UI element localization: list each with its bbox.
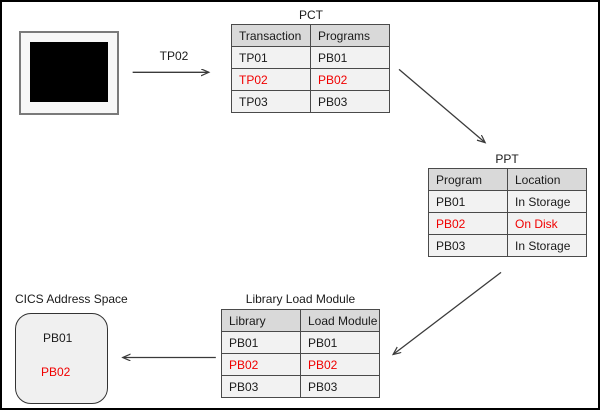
library-load-module-table: Library Load Module PB01 PB01 PB02 PB02 …: [221, 309, 380, 398]
ppt-cell: On Disk: [507, 212, 587, 235]
ppt-cell: PB02: [428, 212, 508, 235]
pct-cell: PB01: [310, 46, 390, 69]
pct-header-programs: Programs: [310, 24, 390, 47]
terminal-screen: [30, 42, 108, 102]
table-row: PB03 PB03: [221, 375, 380, 398]
pct-cell: TP03: [231, 90, 311, 113]
cics-program-item-highlighted: PB02: [41, 365, 71, 379]
pct-header-row: Transaction Programs: [231, 24, 390, 47]
ppt-header-location: Location: [507, 168, 587, 191]
pct-cell: TP02: [231, 68, 311, 91]
library-cell: PB01: [221, 331, 301, 354]
library-cell: PB02: [221, 353, 301, 376]
pct-cell: TP01: [231, 46, 311, 69]
library-header-row: Library Load Module: [221, 309, 380, 332]
pct-table-title: PCT: [299, 8, 323, 22]
table-row: PB03 In Storage: [428, 234, 587, 257]
table-row: TP03 PB03: [231, 90, 390, 113]
cics-address-space-title: CICS Address Space: [15, 292, 128, 306]
ppt-cell: In Storage: [507, 190, 587, 213]
library-header-library: Library: [221, 309, 301, 332]
ppt-cell: PB01: [428, 190, 508, 213]
cics-program-item: PB01: [43, 331, 73, 345]
pct-to-ppt-arrow: [398, 68, 485, 142]
table-row: PB01 PB01: [221, 331, 380, 354]
table-row: TP01 PB01: [231, 46, 390, 69]
pct-table: Transaction Programs TP01 PB01 TP02 PB02…: [231, 24, 390, 113]
cics-address-space-box: PB01 PB02: [15, 313, 108, 404]
table-row-highlighted: PB02 PB02: [221, 353, 380, 376]
library-header-load-module: Load Module: [300, 309, 380, 332]
pct-cell: PB03: [310, 90, 390, 113]
ppt-to-library-arrow: [393, 271, 502, 354]
ppt-header-row: Program Location: [428, 168, 587, 191]
table-row: PB01 In Storage: [428, 190, 587, 213]
table-row-highlighted: TP02 PB02: [231, 68, 390, 91]
pct-cell: PB02: [310, 68, 390, 91]
ppt-cell: In Storage: [507, 234, 587, 257]
transaction-input-label: TP02: [159, 49, 189, 63]
pct-header-transaction: Transaction: [231, 24, 311, 47]
library-cell: PB03: [221, 375, 301, 398]
ppt-table: Program Location PB01 In Storage PB02 On…: [428, 168, 587, 257]
ppt-table-title: PPT: [495, 152, 519, 166]
ppt-cell: PB03: [428, 234, 508, 257]
table-row-highlighted: PB02 On Disk: [428, 212, 587, 235]
library-cell: PB01: [300, 331, 380, 354]
terminal-icon: [19, 31, 119, 115]
library-cell: PB02: [300, 353, 380, 376]
library-table-title: Library Load Module: [245, 292, 356, 306]
library-cell: PB03: [300, 375, 380, 398]
ppt-header-program: Program: [428, 168, 508, 191]
